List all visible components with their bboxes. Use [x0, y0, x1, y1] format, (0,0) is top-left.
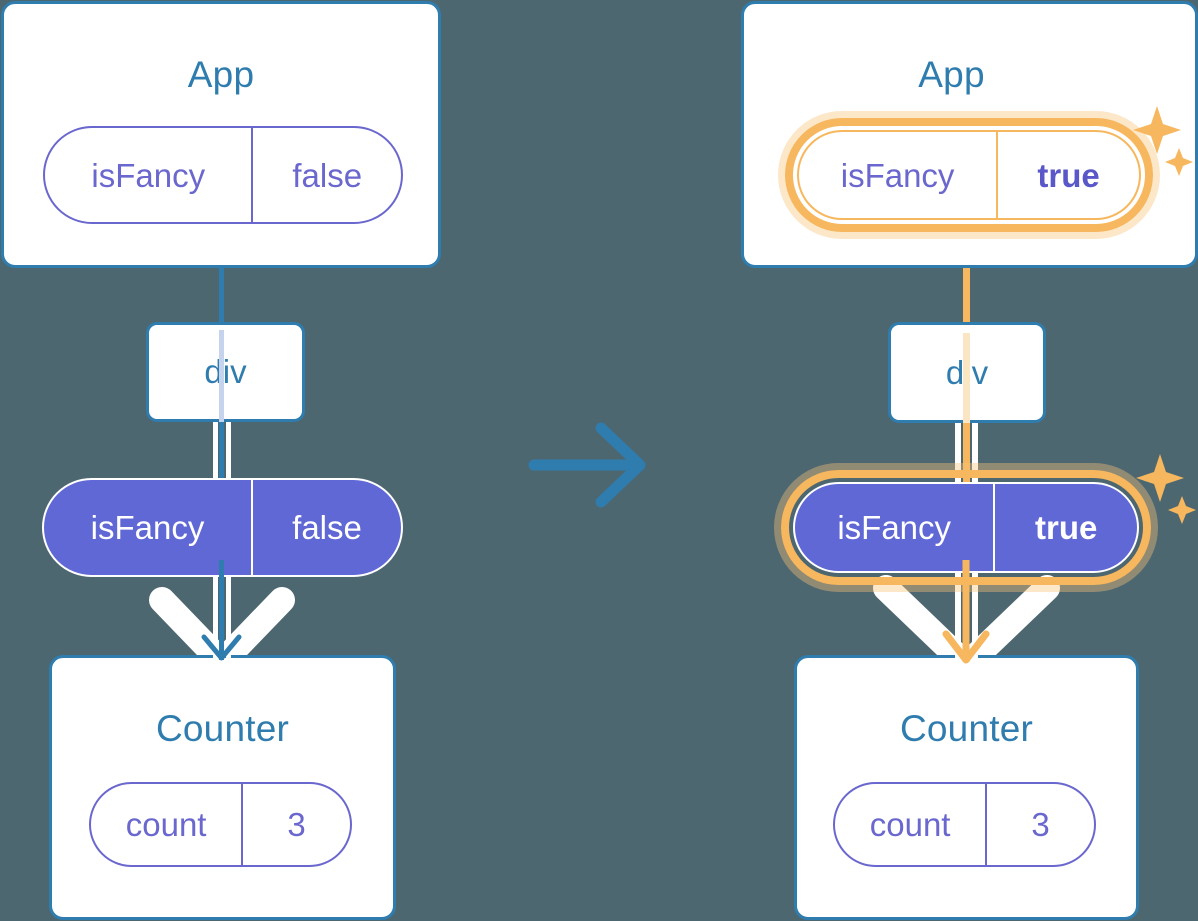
connector-rail-left-lower-after	[955, 565, 961, 660]
prop-pill-value-after: true	[993, 484, 1137, 571]
app-state-pill-value-before: false	[251, 128, 401, 222]
app-state-pill-after: isFancy true	[797, 130, 1141, 220]
sparkle-small-icon	[1165, 148, 1193, 176]
prop-pill-after: isFancy true	[793, 482, 1139, 573]
counter-state-pill-value-after: 3	[985, 784, 1094, 865]
transition-arrow-icon	[528, 422, 646, 508]
connector-rail-left-before	[213, 418, 218, 488]
white-chevron-left-before	[149, 587, 228, 668]
div-tag-box-before: div	[146, 322, 305, 422]
app-state-pill-before: isFancy false	[43, 126, 403, 224]
connector-rail-left-lower-before	[213, 565, 218, 660]
white-chevron-right-before	[216, 587, 295, 668]
sparkles-icon-app-after	[1133, 106, 1193, 176]
app-title-after: App	[918, 54, 985, 95]
connector-rail-right-lower-before	[226, 565, 231, 660]
connector-app-to-div-before	[219, 215, 224, 330]
app-state-pill-key-before: isFancy	[91, 156, 206, 194]
connector-div-to-pill-before	[219, 418, 224, 488]
prop-pill-key-after: isFancy	[837, 509, 952, 546]
connector-inside-div-before	[219, 330, 224, 422]
counter-title-before: Counter	[155, 708, 290, 749]
div-tag-label-before: div	[204, 353, 247, 390]
connector-rail-left-after	[955, 418, 961, 490]
app-state-pill-value-after: true	[996, 132, 1139, 218]
app-title-before: App	[187, 54, 255, 95]
counter-title-after: Counter	[899, 708, 1034, 749]
counter-state-pill-value-before: 3	[241, 784, 350, 865]
sparkle-small-icon	[1168, 496, 1196, 524]
prop-pill-value-before: false	[251, 480, 401, 575]
counter-state-pill-after: count 3	[833, 782, 1096, 867]
sparkles-icon-prop-after	[1136, 454, 1196, 524]
sparkle-large-icon	[1133, 106, 1181, 154]
counter-state-pill-key-before: count	[125, 806, 207, 843]
sparkle-large-icon	[1136, 454, 1184, 502]
counter-box-before: Counter	[49, 655, 396, 920]
counter-state-pill-key-after: count	[869, 806, 951, 843]
counter-state-pill-before: count 3	[89, 782, 352, 867]
connector-rail-right-before	[226, 418, 231, 488]
connector-app-to-div-after	[963, 218, 970, 333]
connector-inside-div-after	[963, 333, 970, 423]
connector-div-to-pill-after	[963, 418, 970, 490]
app-state-pill-key-after: isFancy	[840, 156, 955, 194]
white-chevron-right-after	[961, 575, 1060, 671]
prop-pill-key-before: isFancy	[90, 509, 205, 546]
connector-rail-right-after	[972, 418, 978, 490]
prop-pill-before: isFancy false	[42, 478, 403, 577]
white-chevron-left-after	[873, 575, 972, 671]
connector-rail-right-lower-after	[972, 565, 978, 660]
